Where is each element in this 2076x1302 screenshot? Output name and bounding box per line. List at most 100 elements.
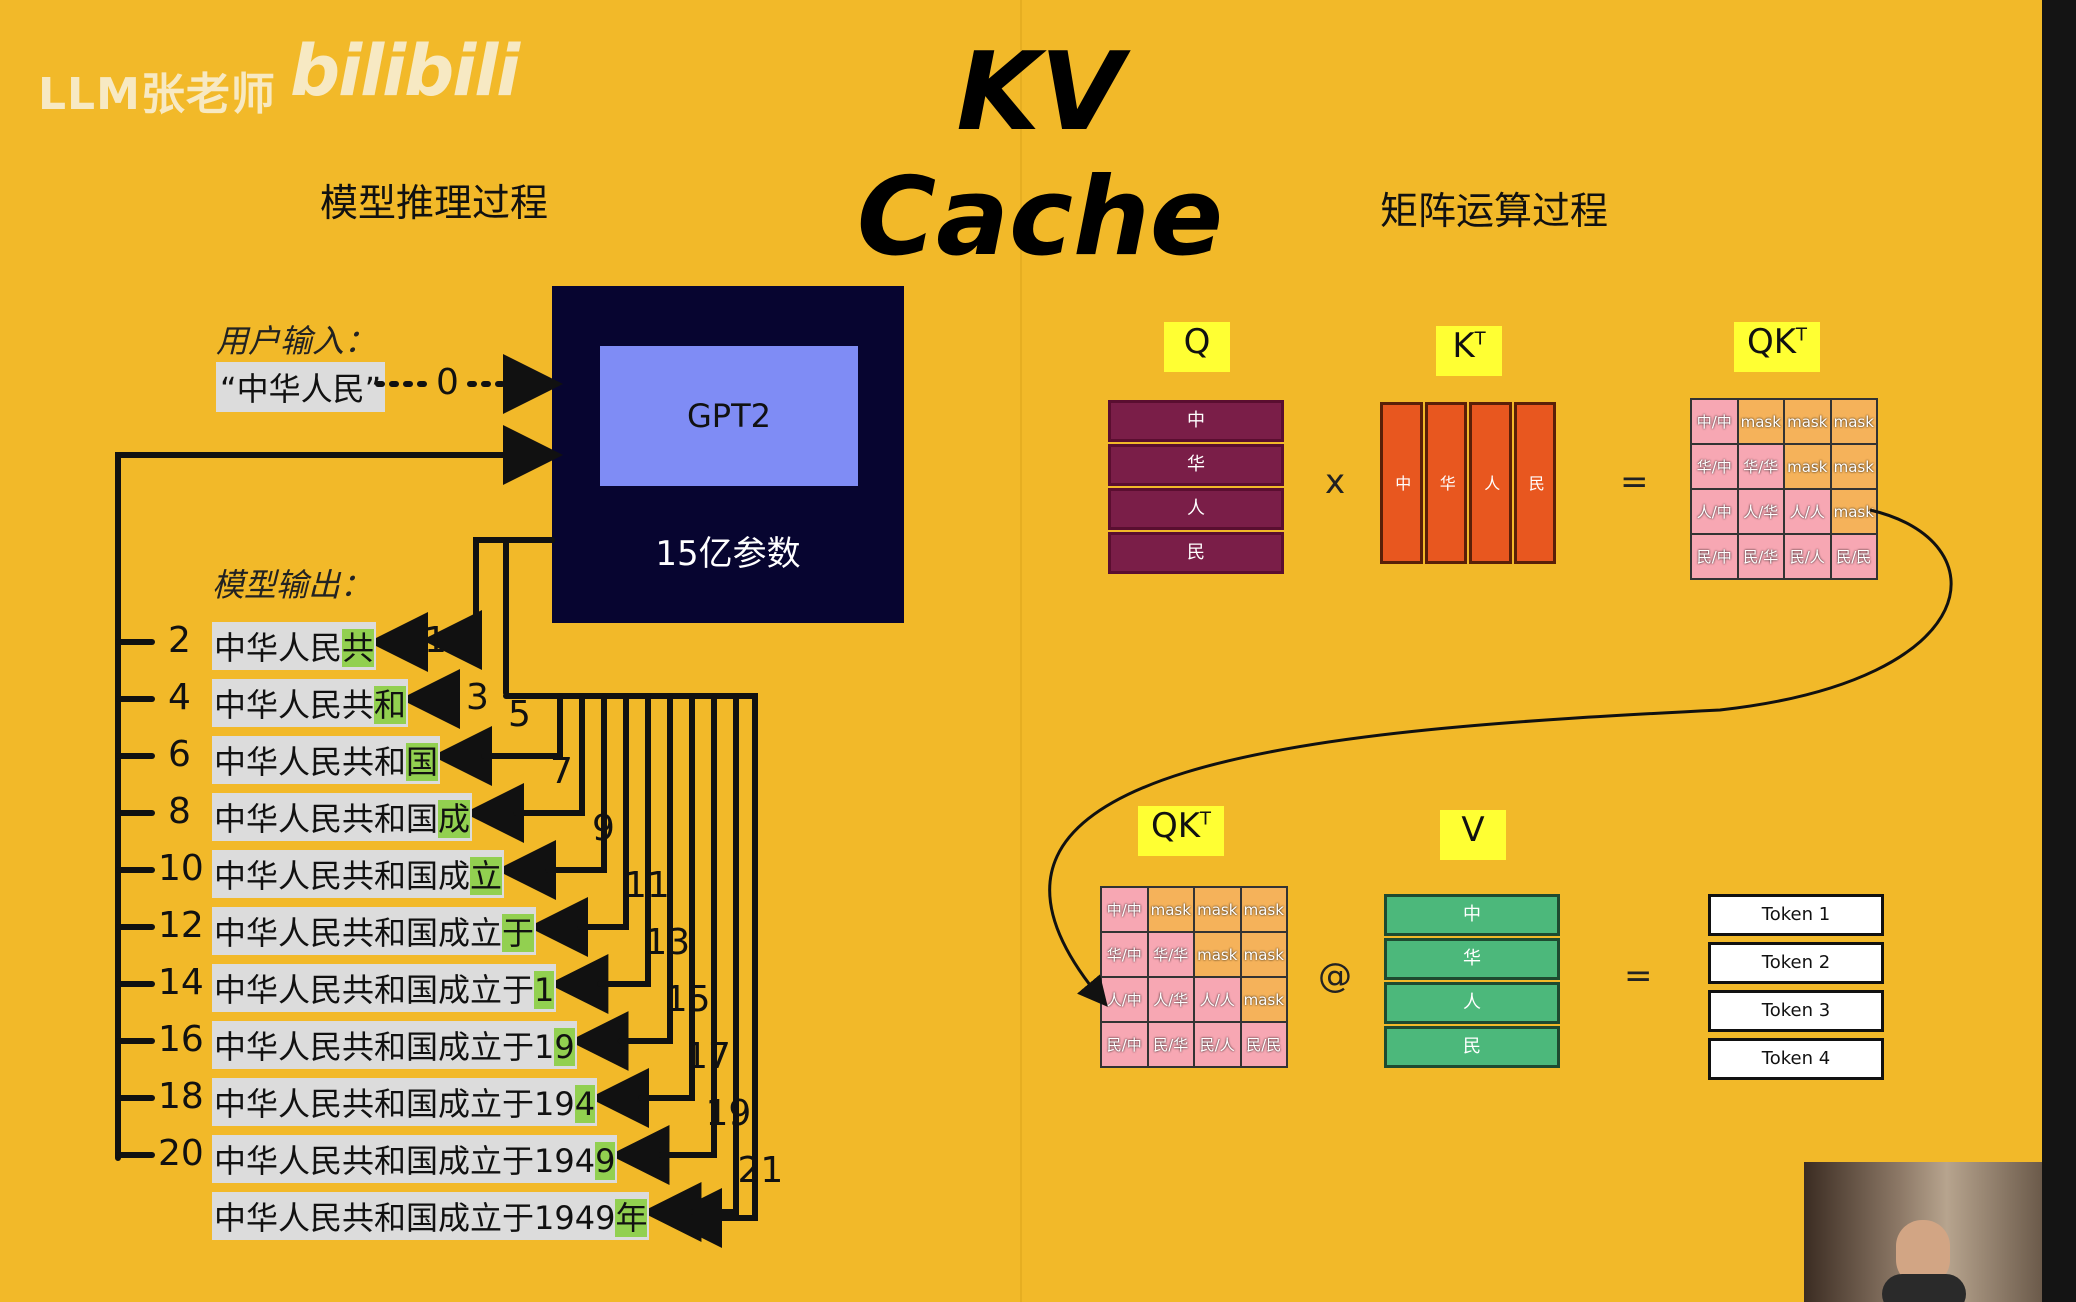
qkt-mask-cell: mask (1831, 490, 1876, 533)
qkt-mask-cell: mask (1148, 888, 1193, 931)
row-fan-line (658, 693, 717, 1158)
row-step-left: 8 (168, 791, 191, 832)
q-cell: 华 (1108, 444, 1284, 486)
kt-label: KT (1436, 326, 1502, 376)
v-cell: 人 (1384, 982, 1560, 1024)
q-cell: 人 (1108, 488, 1284, 530)
row-step-right: 15 (664, 979, 711, 1020)
user-input-value: “中华人民” (216, 362, 386, 412)
v-cell: 民 (1384, 1026, 1560, 1068)
qkt-score-cell: 人/华 (1148, 978, 1193, 1021)
output-row: 中华人民共 (212, 622, 377, 670)
qkt-score-cell: 人/华 (1738, 490, 1783, 533)
qkt-mask-cell: mask (1831, 400, 1876, 443)
v-cell: 中 (1384, 894, 1560, 936)
row-step-left: 20 (158, 1133, 204, 1174)
output-label: 模型输出： (212, 566, 373, 604)
qkt-score-cell: 民/人 (1195, 1023, 1240, 1066)
window-edge (2042, 0, 2076, 1302)
output-row: 中华人民共和国成 (212, 793, 473, 841)
model-params: 15亿参数 (655, 534, 801, 574)
row-step-right: 5 (508, 694, 531, 735)
presenter-body (1882, 1274, 1966, 1302)
row-prefix: 中华人民共和国成立 (214, 914, 503, 952)
qkt-label-top: QKT (1734, 322, 1820, 372)
qkt-score-cell: 民/民 (1241, 1023, 1286, 1066)
qkt-label-bottom-text: QK (1150, 806, 1201, 846)
kt-column: 民 (1513, 402, 1556, 564)
row-prefix: 中华人民共和国 (214, 800, 439, 838)
right-subtitle: 矩阵运算过程 (1380, 189, 1609, 233)
row-fan-line (481, 693, 563, 759)
row-prefix: 中华人民共和 (214, 743, 407, 781)
row-new-token: 9 (554, 1028, 575, 1066)
equals-operator-1: = (1620, 462, 1649, 502)
qkt-mask-cell: mask (1195, 888, 1240, 931)
qkt-label-bottom: QKT (1138, 806, 1224, 856)
row-step-left: 12 (158, 905, 204, 946)
qkt-score-cell: 民/人 (1785, 535, 1830, 578)
equals-operator-2: = (1624, 956, 1653, 996)
right-connector-arrow (1048, 508, 1953, 1007)
output-token: Token 3 (1708, 990, 1884, 1032)
output-row: 中华人民共和国 (212, 736, 441, 784)
output-token: Token 1 (1708, 894, 1884, 936)
qkt-score-cell: 华/华 (1738, 445, 1783, 488)
row-new-token: 于 (502, 914, 535, 952)
qkt-mask-cell: mask (1831, 445, 1876, 488)
row-fan-line (638, 693, 695, 1101)
row-new-token: 共 (342, 629, 375, 667)
qkt-label-top-sup: T (1796, 324, 1808, 346)
qkt-label-bottom-sup: T (1200, 808, 1212, 830)
qkt-mask-cell: mask (1785, 400, 1830, 443)
row-new-token: 9 (595, 1142, 616, 1180)
kt-column: 华 (1424, 402, 1467, 564)
qkt-score-cell: 民/民 (1831, 535, 1876, 578)
row-step-left: 6 (168, 734, 191, 775)
q-cell: 民 (1108, 532, 1284, 574)
output-row: 中华人民共和国成立于1949年 (212, 1192, 650, 1240)
row-fan-line (513, 693, 585, 816)
row-step-left: 14 (158, 962, 204, 1003)
row-new-token: 成 (438, 800, 471, 838)
qkt-score-cell: 人/中 (1102, 978, 1147, 1021)
kt-column: 中 (1380, 402, 1423, 564)
multiply-operator: x (1325, 462, 1346, 502)
row-new-token: 年 (615, 1199, 648, 1237)
row-new-token: 4 (574, 1085, 596, 1123)
row-step-left: 10 (158, 848, 204, 889)
qkt-mask-cell: mask (1241, 978, 1286, 1021)
output-row: 中华人民共和国成立于1 (212, 964, 557, 1012)
matmul-operator: @ (1318, 956, 1352, 996)
row-step-right: 19 (705, 1093, 752, 1134)
row-step-left: 2 (168, 620, 191, 661)
row-prefix: 中华人民共和国成 (214, 857, 471, 895)
qkt-score-cell: 民/华 (1148, 1023, 1193, 1066)
kt-label-text: K (1452, 326, 1475, 366)
qkt-score-cell: 民/中 (1692, 535, 1737, 578)
row-prefix: 中华人民共和国成立于1949 (214, 1199, 616, 1237)
qkt-mask-cell: mask (1241, 888, 1286, 931)
row-new-token: 1 (534, 971, 555, 1009)
output-row: 中华人民共和 (212, 679, 409, 727)
row-step-right: 7 (550, 751, 573, 792)
output-token: Token 2 (1708, 942, 1884, 984)
row-step-right: 3 (466, 677, 489, 718)
row-step-left: 4 (168, 677, 191, 718)
qkt-score-cell: 华/中 (1692, 445, 1737, 488)
v-label: V (1440, 810, 1506, 860)
row-prefix: 中华人民共和国成立于194 (214, 1142, 596, 1180)
presenter-webcam (1804, 1162, 2042, 1302)
row-prefix: 中华人民 (214, 629, 343, 667)
output-row: 中华人民共和国成立于1949 (212, 1135, 618, 1183)
row-fan-line (597, 693, 651, 987)
row-step-left: 16 (158, 1019, 204, 1060)
left-arrows (115, 354, 758, 1248)
qkt-mask-cell: mask (1738, 400, 1783, 443)
qkt-score-cell: 人/人 (1195, 978, 1240, 1021)
qkt-score-cell: 人/人 (1785, 490, 1830, 533)
qkt-score-cell: 中/中 (1102, 888, 1147, 931)
q-label: Q (1164, 322, 1230, 372)
q-matrix: 中华人民 (1108, 400, 1284, 576)
